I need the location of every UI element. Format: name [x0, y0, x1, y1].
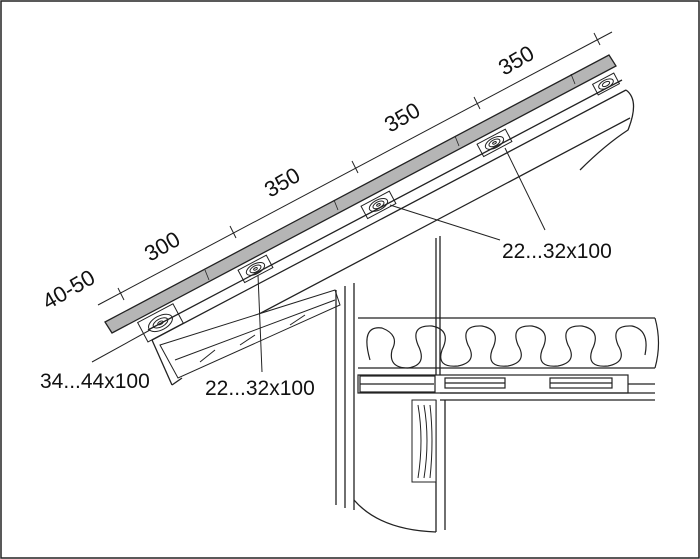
dim-first-spacing: 300 [140, 226, 184, 266]
dim-overhang: 40-50 [38, 265, 99, 315]
dim-spacing-b: 350 [380, 97, 424, 137]
roof-sheet [104, 54, 617, 334]
batten-row [136, 72, 621, 343]
label-batten-lower: 22...32x100 [205, 377, 315, 400]
insulation-layer [358, 317, 660, 369]
batten [476, 128, 513, 158]
leader-lines [91, 147, 546, 373]
batten [360, 190, 397, 220]
label-batten-upper: 22...32x100 [502, 240, 612, 263]
sheet-joint-lines [204, 73, 576, 281]
batten [237, 254, 274, 284]
ceiling-joist [357, 374, 655, 401]
batten [591, 72, 621, 96]
wall-post [335, 236, 446, 533]
wall-stud [411, 399, 437, 483]
dim-spacing-a: 350 [260, 162, 304, 202]
label-eaves-board: 34...44x100 [40, 370, 150, 393]
soffit-boards [159, 289, 341, 379]
dimension-line [97, 31, 613, 306]
